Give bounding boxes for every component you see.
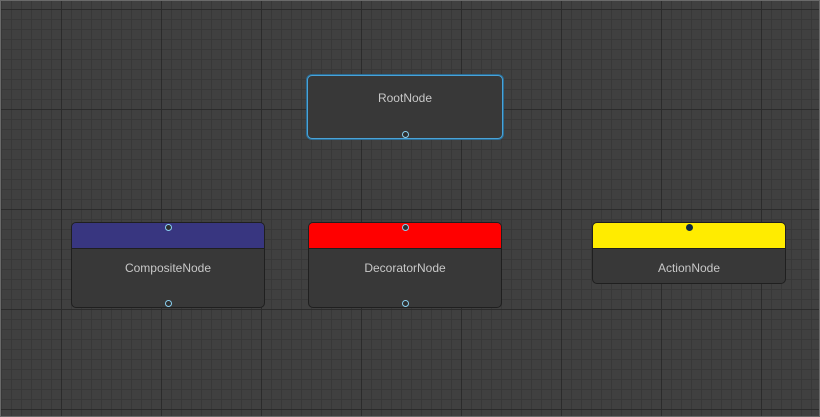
composite-node[interactable]: CompositeNode — [71, 222, 265, 308]
root-node-output-port[interactable] — [402, 131, 409, 138]
decorator-node-label: DecoratorNode — [364, 261, 446, 275]
root-node[interactable]: RootNode — [307, 75, 503, 139]
composite-node-output-port[interactable] — [165, 300, 172, 307]
composite-node-input-port[interactable] — [165, 224, 172, 231]
action-node-input-port[interactable] — [686, 224, 693, 231]
decorator-node-input-port[interactable] — [402, 224, 409, 231]
decorator-node[interactable]: DecoratorNode — [308, 222, 502, 308]
action-node-label: ActionNode — [657, 261, 721, 275]
root-node-label: RootNode — [377, 91, 433, 105]
action-node[interactable]: ActionNode — [592, 222, 786, 284]
decorator-node-output-port[interactable] — [402, 300, 409, 307]
composite-node-label: CompositeNode — [124, 261, 212, 275]
